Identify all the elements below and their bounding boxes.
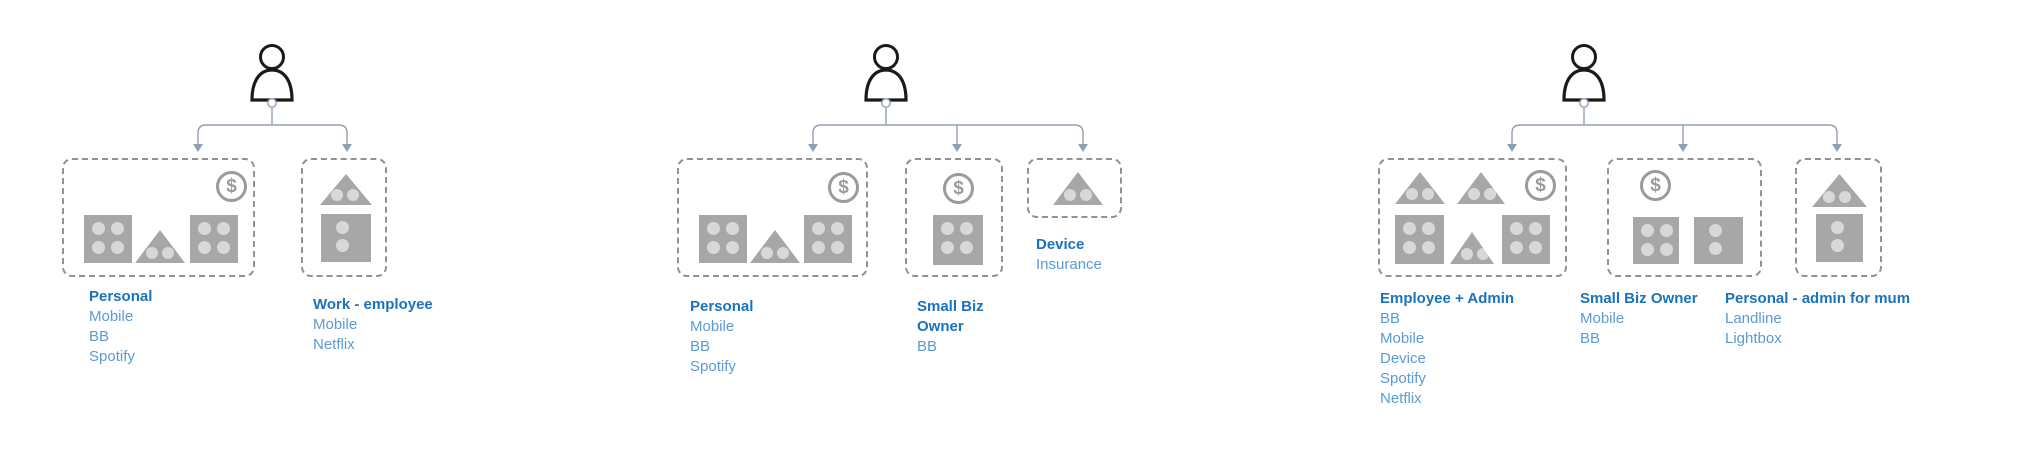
- square-asset-icon: [84, 215, 132, 263]
- square-asset-icon: [321, 214, 371, 262]
- box-title: Work - employee: [313, 296, 433, 313]
- arrowhead-icon: [193, 144, 203, 152]
- box-title: Employee + Admin: [1380, 290, 1515, 307]
- box-label-employee-admin: Employee + Admin BB Mobile Device Spotif…: [1380, 289, 1514, 409]
- square-asset-icon: [933, 215, 983, 265]
- arrowhead-icon: [808, 144, 818, 152]
- box-item: Spotify: [89, 348, 135, 365]
- box-item: Spotify: [690, 358, 736, 375]
- box-item: Spotify: [1380, 370, 1426, 387]
- square-asset-icon: [699, 215, 747, 263]
- account-box-small-biz-owner-2: $: [1607, 158, 1762, 277]
- square-asset-icon: [1816, 214, 1863, 262]
- square-asset-icon: [1395, 215, 1444, 264]
- triangle-asset-icon: [1053, 172, 1103, 205]
- box-title: Small Biz Owner: [917, 298, 984, 335]
- box-item: Insurance: [1036, 256, 1102, 273]
- triangle-asset-icon: [135, 230, 185, 263]
- account-box-personal-admin-for-mum: [1795, 158, 1882, 277]
- account-box-device: [1027, 158, 1122, 218]
- box-title: Small Biz Owner: [1580, 290, 1698, 307]
- dollar-icon: $: [943, 173, 974, 204]
- connector-group-2: [808, 107, 1088, 152]
- box-item: Mobile: [1580, 310, 1625, 327]
- person-icon: [864, 44, 908, 108]
- dollar-icon: $: [828, 172, 859, 203]
- connector-group-3: [1507, 107, 1842, 152]
- box-label-personal-admin-for-mum: Personal - admin for mum Landline Lightb…: [1725, 289, 1910, 349]
- connector-group-1: [193, 107, 352, 152]
- arrowhead-icon: [1078, 144, 1088, 152]
- square-asset-icon: [1694, 217, 1743, 264]
- box-item: Netflix: [1380, 390, 1422, 407]
- triangle-asset-icon: [1457, 172, 1505, 204]
- box-item: Device: [1380, 350, 1426, 367]
- box-item: Mobile: [1380, 330, 1425, 347]
- box-item: Mobile: [313, 316, 358, 333]
- box-item: BB: [1380, 310, 1401, 327]
- box-label-device: Device Insurance: [1036, 235, 1102, 275]
- box-label-personal-2: Personal Mobile BB Spotify: [690, 297, 753, 377]
- square-asset-icon: [804, 215, 852, 263]
- box-item: Netflix: [313, 336, 355, 353]
- box-label-small-biz-owner: Small Biz Owner BB: [917, 297, 984, 357]
- arrowhead-icon: [1678, 144, 1688, 152]
- square-asset-icon: [190, 215, 238, 263]
- box-title: Personal - admin for mum: [1725, 290, 1911, 307]
- triangle-asset-icon: [1812, 174, 1867, 207]
- box-title: Device: [1036, 236, 1085, 253]
- dollar-icon: $: [1640, 170, 1671, 201]
- box-item: Lightbox: [1725, 330, 1782, 347]
- account-box-small-biz-owner: $: [905, 158, 1003, 277]
- person-icon: [250, 44, 294, 108]
- arrowhead-icon: [1832, 144, 1842, 152]
- dollar-icon: $: [1525, 170, 1556, 201]
- triangle-asset-icon: [750, 230, 800, 263]
- dollar-icon: $: [216, 171, 247, 202]
- triangle-asset-icon: [1395, 172, 1445, 204]
- triangle-asset-icon: [320, 174, 372, 205]
- box-item: BB: [690, 338, 711, 355]
- box-item: Landline: [1725, 310, 1782, 327]
- triangle-asset-icon: [1450, 232, 1494, 264]
- box-item: BB: [917, 338, 938, 355]
- box-label-personal: Personal Mobile BB Spotify: [89, 287, 152, 367]
- box-title: Personal: [690, 298, 754, 315]
- arrowhead-icon: [342, 144, 352, 152]
- square-asset-icon: [1633, 217, 1679, 264]
- account-box-work-employee: [301, 158, 387, 277]
- arrowhead-icon: [1507, 144, 1517, 152]
- box-item: BB: [89, 328, 110, 345]
- account-box-employee-admin: $: [1378, 158, 1567, 277]
- box-item: BB: [1580, 330, 1601, 347]
- account-box-personal-2: $: [677, 158, 868, 277]
- person-icon: [1562, 44, 1606, 108]
- box-label-work-employee: Work - employee Mobile Netflix: [313, 295, 433, 355]
- box-item: Mobile: [690, 318, 735, 335]
- box-title: Personal: [89, 288, 153, 305]
- box-item: Mobile: [89, 308, 134, 325]
- account-box-personal: $: [62, 158, 255, 277]
- square-asset-icon: [1502, 215, 1550, 264]
- arrowhead-icon: [952, 144, 962, 152]
- box-label-small-biz-owner-2: Small Biz Owner Mobile BB: [1580, 289, 1698, 349]
